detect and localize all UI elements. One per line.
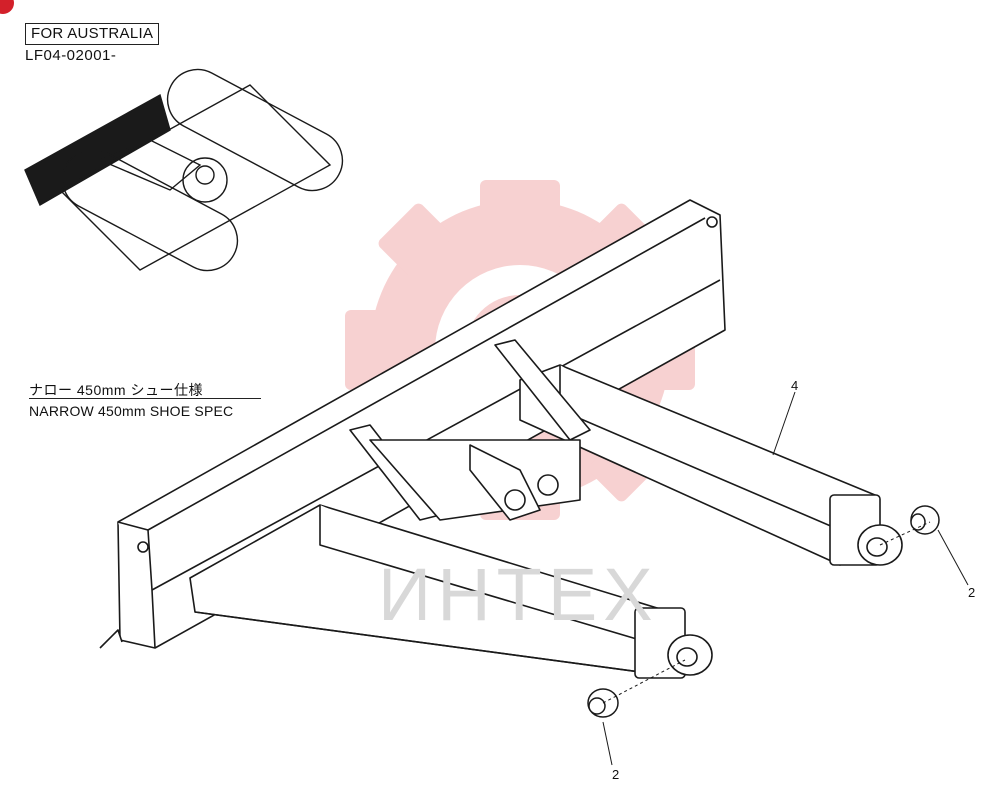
blade-arm-front xyxy=(189,504,713,679)
corner-marker-dot xyxy=(0,0,14,14)
region-label-box: FOR AUSTRALIA xyxy=(25,23,160,45)
serial-range: LF04-02001- xyxy=(25,47,117,64)
bushing-right xyxy=(910,505,940,535)
callout-part-2-right: 2 xyxy=(968,585,976,600)
region-label: FOR AUSTRALIA xyxy=(31,25,154,42)
machine-thumbnail xyxy=(24,68,344,272)
spec-note-divider xyxy=(29,398,261,399)
watermark-text: ИНТЕХ xyxy=(378,553,659,636)
callout-part-4: 4 xyxy=(791,378,799,393)
callout-part-2-left: 2 xyxy=(612,767,620,782)
cylinder-bracket xyxy=(349,339,591,521)
spec-note-english: NARROW 450mm SHOE SPEC xyxy=(29,403,234,419)
spec-note-japanese: ナロー 450mm シュー仕様 xyxy=(29,382,203,398)
leader-lines xyxy=(602,391,969,766)
